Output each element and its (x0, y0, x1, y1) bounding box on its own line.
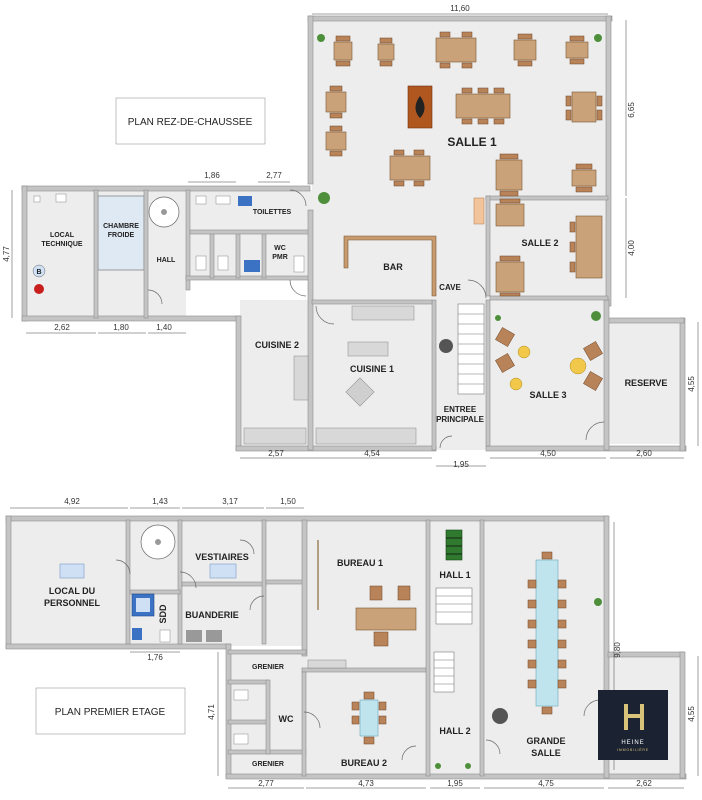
first-floor-title: PLAN PREMIER ETAGE (55, 707, 166, 718)
room-entree-line2: PRINCIPALE (436, 415, 485, 424)
logo-name: HEINE (621, 740, 644, 746)
first-floor-title-box (35, 687, 186, 735)
dim-4-75: 4,75 (538, 779, 554, 788)
dim-left: 4,77 (2, 246, 11, 262)
room-hall-ground: HALL (157, 257, 176, 264)
first-floor-dimensions: 4,92 1,43 3,17 1,50 1,76 4,71 2,77 4,73 … (10, 497, 699, 789)
dim-2-77-first: 2,77 (258, 779, 274, 788)
dim-top: 11,60 (450, 4, 470, 13)
room-grande-salle-line1: GRANDE (526, 736, 565, 746)
room-wc-first: WC (279, 714, 294, 724)
room-sdd: SDD (158, 604, 168, 624)
dim-1-40: 1,40 (156, 323, 172, 332)
dim-right-reserve: 4,55 (687, 376, 696, 392)
logo-background (598, 690, 668, 760)
dim-9-80: 9,80 (613, 642, 622, 658)
room-wc-pmr-line2: PMR (272, 254, 288, 261)
dim-4-55-first: 4,55 (687, 706, 696, 722)
dim-1-86: 1,86 (204, 171, 220, 180)
dim-3-17: 3,17 (222, 497, 238, 506)
room-toilettes: TOILETTES (253, 209, 292, 216)
first-floor-plan (5, 515, 687, 780)
room-local-personnel-line1: LOCAL DU (49, 586, 95, 596)
ground-floor-labels: PLAN REZ-DE-CHAUSSEE SALLE 1 SALLE 2 SAL… (36, 97, 668, 424)
room-cuisine-1: CUISINE 1 (350, 364, 394, 374)
boiler-label: B (36, 269, 41, 276)
room-reserve: RESERVE (625, 378, 668, 388)
dim-2-57: 2,57 (268, 449, 284, 458)
dim-1-76: 1,76 (147, 653, 163, 662)
dim-1-43: 1,43 (152, 497, 168, 506)
heine-logo: HEINE IMMOBILIÈRE (598, 690, 668, 760)
dim-right-salle1: 6,65 (627, 102, 636, 118)
dim-2-77-ground: 2,77 (266, 171, 282, 180)
room-salle-2: SALLE 2 (521, 238, 558, 248)
room-cave: CAVE (439, 283, 461, 292)
logo-h-mark-icon (624, 704, 644, 730)
room-hall-2: HALL 2 (439, 726, 470, 736)
room-hall-1: HALL 1 (439, 570, 470, 580)
dim-2-62-ground: 2,62 (54, 323, 70, 332)
ground-floor-dimensions: 11,60 6,65 4,00 4,55 4,77 1,86 2,77 2,62… (2, 4, 699, 469)
room-chambre-froide-line1: CHAMBRE (103, 223, 139, 230)
room-local-technique-line2: TECHNIQUE (41, 241, 83, 248)
room-bureau-1: BUREAU 1 (337, 558, 383, 568)
dim-2-60: 2,60 (636, 449, 652, 458)
room-cuisine-2: CUISINE 2 (255, 340, 299, 350)
dim-right-salle2: 4,00 (627, 240, 636, 256)
room-local-personnel-line2: PERSONNEL (44, 598, 101, 608)
room-local-technique-line1: LOCAL (50, 232, 75, 239)
dim-4-73: 4,73 (358, 779, 374, 788)
room-grande-salle-line2: SALLE (531, 748, 561, 758)
dim-1-80: 1,80 (113, 323, 129, 332)
room-grenier-top: GRENIER (252, 664, 284, 671)
room-bureau-2: BUREAU 2 (341, 758, 387, 768)
first-floor-labels: PLAN PREMIER ETAGE LOCAL DU PERSONNEL VE… (35, 552, 566, 768)
room-salle-3: SALLE 3 (529, 390, 566, 400)
dim-1-95-first: 1,95 (447, 779, 463, 788)
ground-floor-plan (21, 15, 687, 452)
logo-subtitle: IMMOBILIÈRE (617, 747, 649, 752)
dim-4-50: 4,50 (540, 449, 556, 458)
ground-floor-title-box (115, 97, 266, 145)
room-wc-pmr-line1: WC (274, 245, 286, 252)
dim-1-50: 1,50 (280, 497, 296, 506)
dim-4-92: 4,92 (64, 497, 80, 506)
dim-4-71: 4,71 (207, 704, 216, 720)
dim-4-54: 4,54 (364, 449, 380, 458)
ground-floor-title: PLAN REZ-DE-CHAUSSEE (128, 117, 253, 128)
dim-2-62-first: 2,62 (636, 779, 652, 788)
room-bar: BAR (383, 262, 403, 272)
room-entree-line1: ENTREE (444, 405, 477, 414)
room-grenier-bottom: GRENIER (252, 761, 284, 768)
room-vestiaires: VESTIAIRES (195, 552, 249, 562)
room-buanderie: BUANDERIE (185, 610, 239, 620)
dim-1-95-ground: 1,95 (453, 460, 469, 469)
room-salle-1: SALLE 1 (447, 135, 497, 149)
room-chambre-froide-line2: FROIDE (108, 232, 135, 239)
